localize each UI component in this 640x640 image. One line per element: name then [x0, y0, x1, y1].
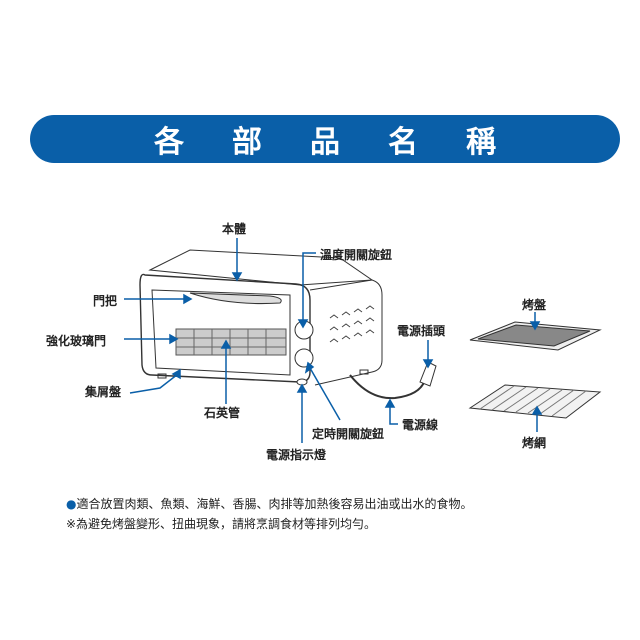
note-line-2: ※為避免烤盤變形、扭曲現象，請將烹調食材等排列均勻。: [66, 517, 377, 531]
label-timer-knob: 定時開關旋鈕: [312, 427, 385, 441]
label-door-handle: 門把: [93, 294, 118, 308]
bullet-icon: ●: [66, 497, 77, 511]
label-crumb-tray: 集屑盤: [85, 385, 122, 399]
label-power-plug: 電源插頭: [397, 324, 446, 338]
label-quartz-tube: 石英管: [204, 406, 241, 420]
label-power-light: 電源指示燈: [266, 448, 327, 462]
title-banner: 各部品名稱: [30, 115, 620, 163]
page-title: 各部品名稱: [154, 125, 544, 160]
note-line-1: ●適合放置肉類、魚類、海鮮、香腸、肉排等加熱後容易出油或出水的食物。: [66, 497, 473, 511]
label-power-cord: 電源線: [402, 418, 439, 432]
usage-notes: ●適合放置肉類、魚類、海鮮、香腸、肉排等加熱後容易出油或出水的食物。 ※為避免烤…: [66, 494, 473, 534]
label-glass-door: 強化玻璃門: [46, 334, 107, 348]
label-body: 本體: [222, 222, 247, 236]
label-temp-knob: 溫度開關旋鈕: [320, 248, 393, 262]
label-baking-tray: 烤盤: [522, 298, 547, 312]
label-baking-rack: 烤網: [522, 436, 547, 450]
